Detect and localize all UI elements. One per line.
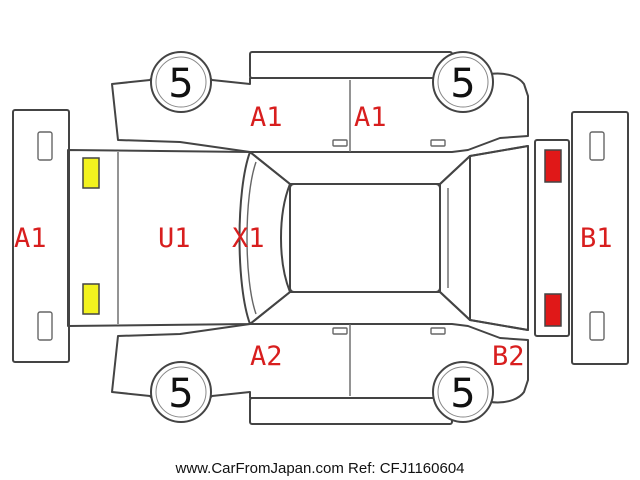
tire-front-left: 5 bbox=[150, 51, 212, 113]
tire-front-right-value: 5 bbox=[168, 371, 193, 417]
tire-rear-right-value: 5 bbox=[450, 371, 475, 417]
roof-strip-bottom bbox=[249, 397, 453, 425]
rear-bumper bbox=[571, 111, 629, 365]
code-rear-door-upper: A1 bbox=[354, 102, 387, 133]
taillight-marker-top bbox=[544, 149, 562, 183]
headlight-marker-top bbox=[82, 157, 100, 189]
code-windshield: X1 bbox=[232, 223, 265, 254]
top-view-body bbox=[67, 145, 529, 331]
code-front-door-upper: A1 bbox=[250, 102, 283, 133]
roof bbox=[289, 183, 441, 293]
headlight-marker-bottom bbox=[82, 283, 100, 315]
code-hood: U1 bbox=[158, 223, 191, 254]
tire-rear-left-value: 5 bbox=[450, 61, 475, 107]
tire-rear-left: 5 bbox=[432, 51, 494, 113]
windshield bbox=[238, 151, 291, 325]
tire-front-left-value: 5 bbox=[168, 61, 193, 107]
trunk bbox=[469, 145, 529, 331]
code-rear-quarter-lower: B2 bbox=[492, 341, 525, 372]
tire-front-right: 5 bbox=[150, 361, 212, 423]
roof-strip-top bbox=[249, 51, 453, 79]
code-rear-bumper: B1 bbox=[580, 223, 613, 254]
tire-rear-right: 5 bbox=[432, 361, 494, 423]
code-front-door-lower: A2 bbox=[250, 341, 283, 372]
taillight-marker-bottom bbox=[544, 293, 562, 327]
rear-window bbox=[439, 155, 471, 321]
footer-reference: www.CarFromJapan.com Ref: CFJ1160604 bbox=[175, 460, 465, 477]
code-front-bumper: A1 bbox=[14, 223, 47, 254]
